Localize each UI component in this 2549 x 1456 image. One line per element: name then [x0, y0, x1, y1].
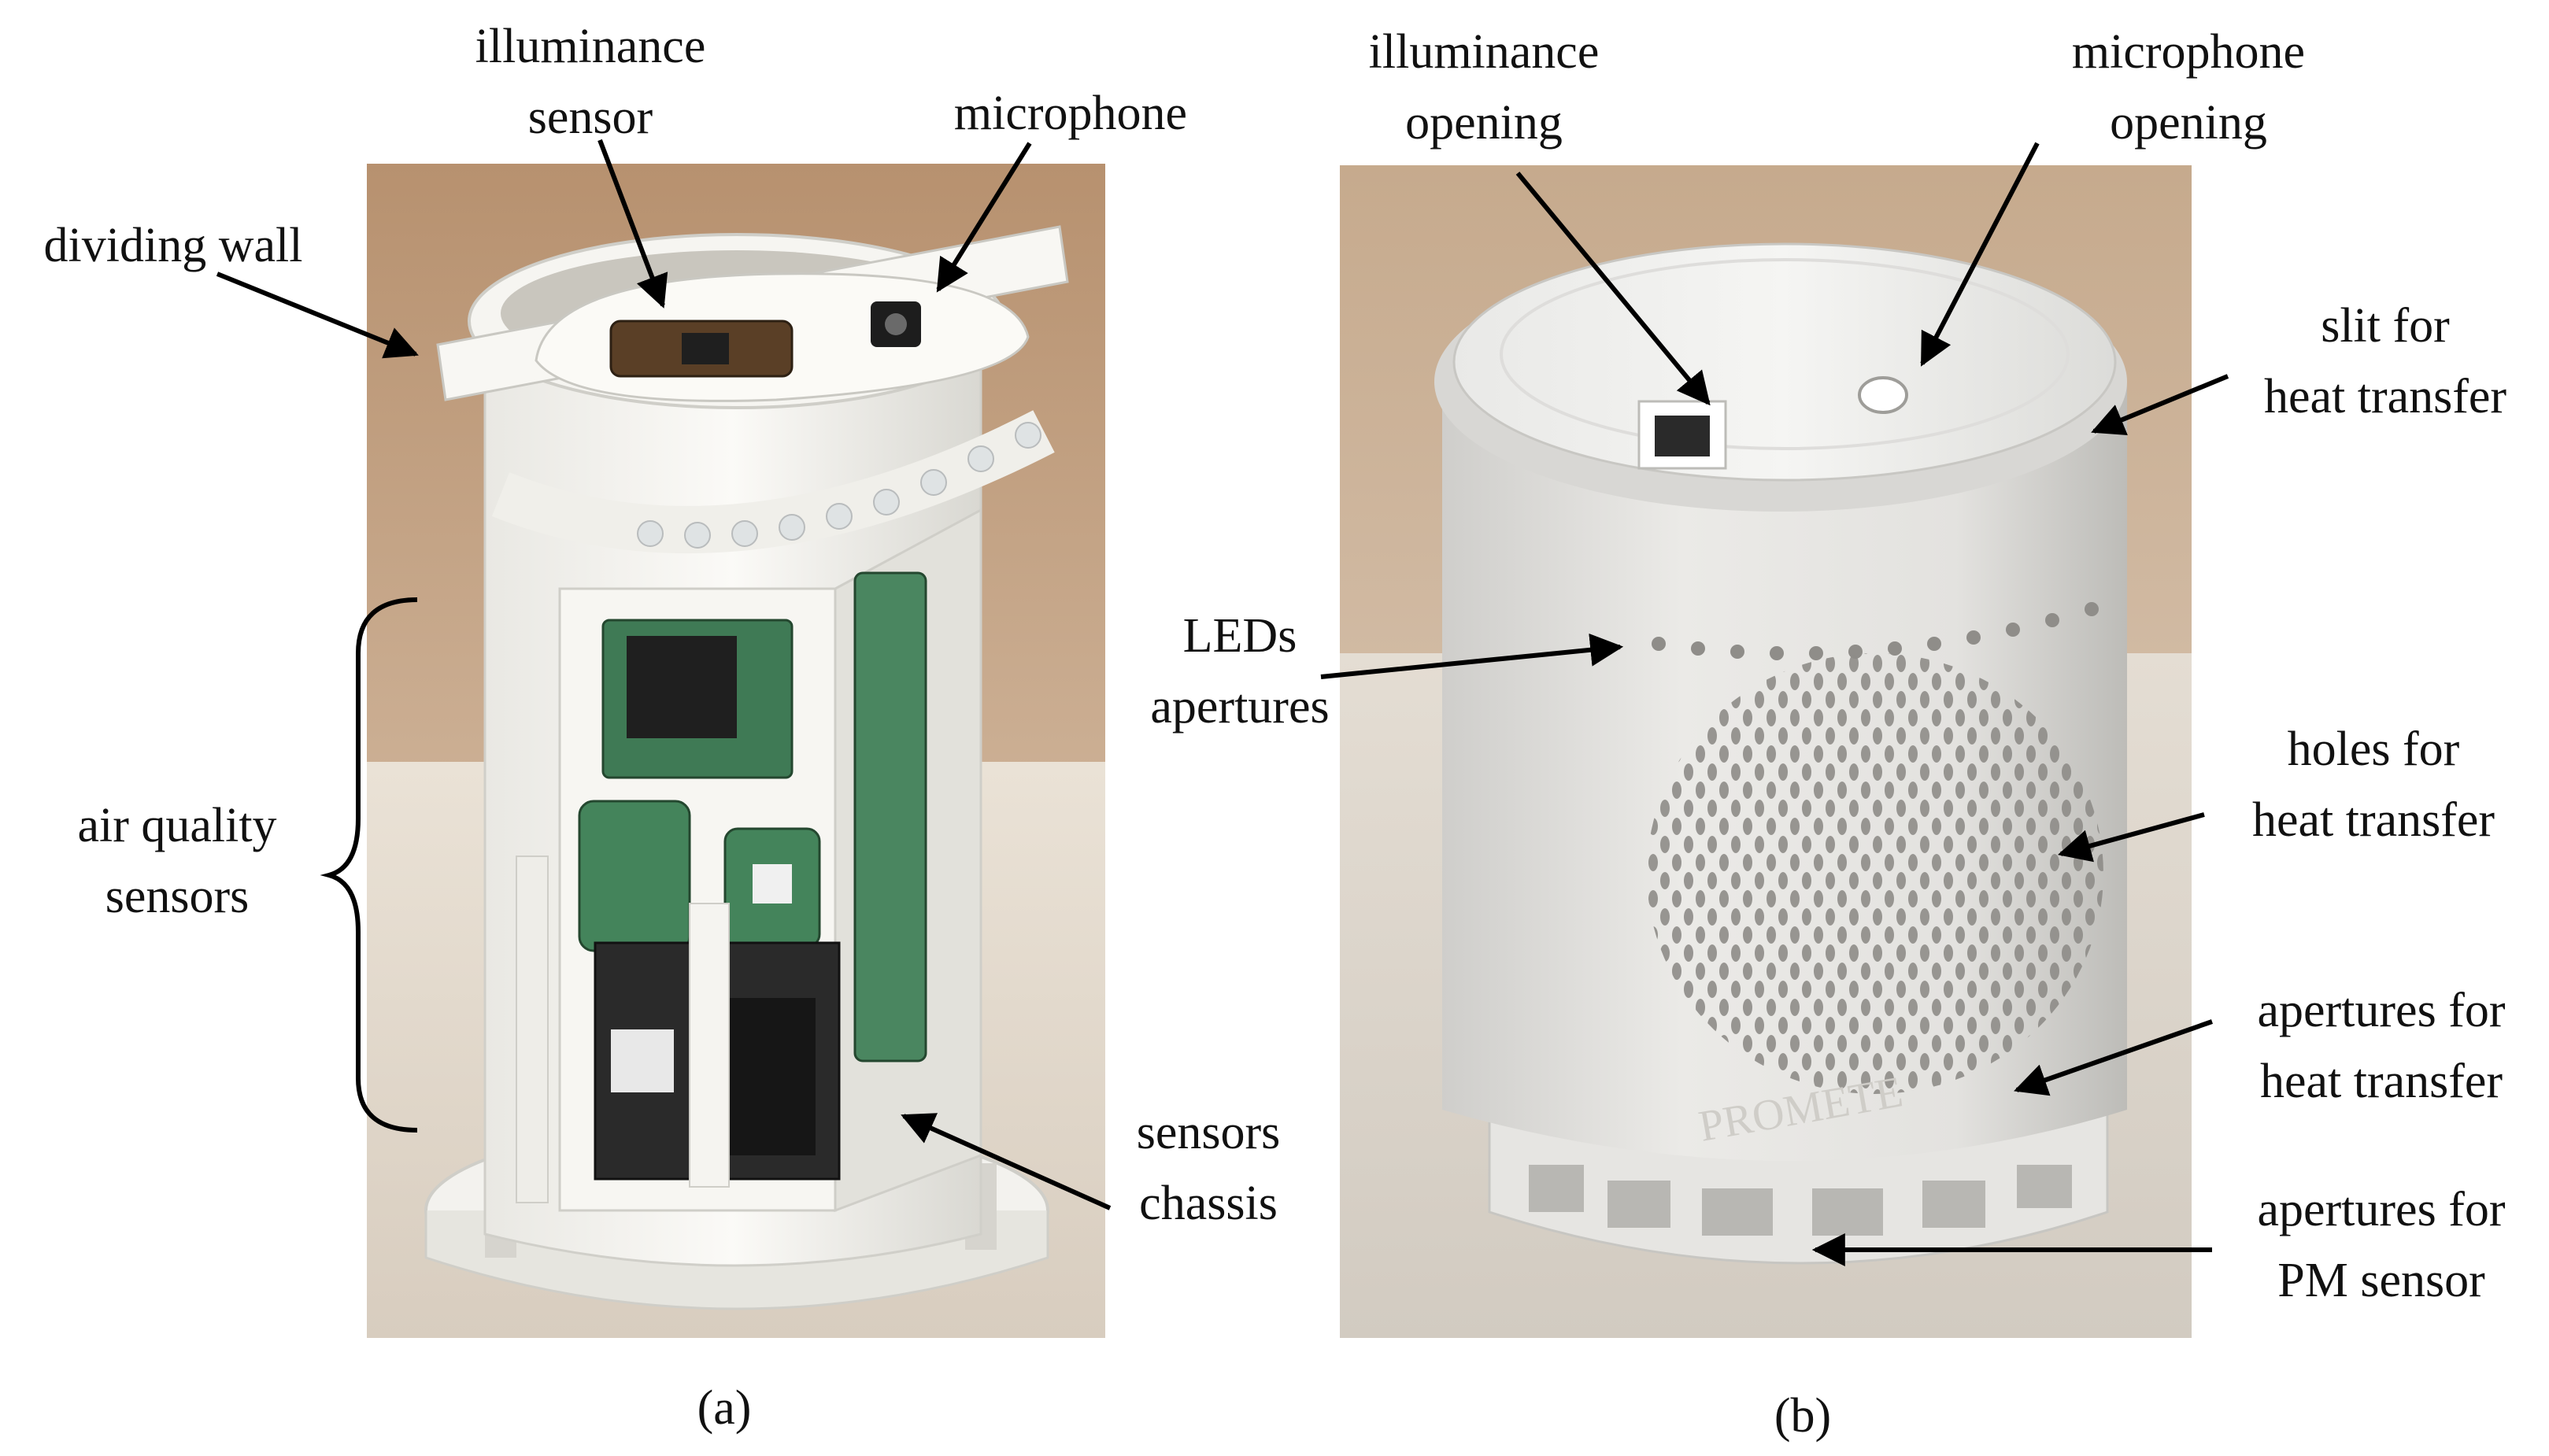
label-line: apertures for [2257, 1183, 2506, 1236]
arrow-dividing-wall [216, 272, 419, 359]
label-microphone: microphone [921, 79, 1220, 150]
label-line: LEDs [1182, 609, 1297, 663]
arrow-slit [2091, 374, 2229, 436]
label-line: apertures for [2257, 984, 2506, 1037]
label-line: air quality [77, 799, 277, 852]
label-line: illuminance [475, 20, 706, 73]
arrow-microphone-opening [1920, 142, 2040, 367]
photo-b: PROMETE [1340, 165, 2192, 1338]
label-slit: slit for heat transfer [2220, 291, 2549, 433]
label-line: opening [1405, 95, 1563, 150]
label-line: slit for [2321, 299, 2450, 353]
arrow-holes [2057, 812, 2205, 863]
label-line: sensors [1136, 1106, 1281, 1159]
label-microphone-opening: microphone opening [2031, 17, 2346, 159]
arrow-illuminance-opening [1515, 172, 1711, 406]
label-sensors-chassis: sensors chassis [1098, 1098, 1319, 1240]
label-apertures-heat: apertures for heat transfer [2216, 976, 2547, 1118]
brace-air-quality-sensors [320, 597, 418, 1133]
label-line: holes for [2287, 722, 2460, 776]
label-leds: LEDs apertures [1149, 601, 1330, 743]
arrow-microphone [936, 142, 1032, 293]
arrow-illuminance-sensor [597, 139, 668, 309]
label-apertures-pm: apertures for PM sensor [2216, 1175, 2547, 1317]
caption-text: (a) [697, 1381, 752, 1435]
photo-a [367, 164, 1105, 1338]
label-holes: holes for heat transfer [2208, 715, 2539, 856]
label-line: sensor [527, 90, 653, 144]
arrow-leds [1320, 633, 1624, 679]
label-line: dividing wall [43, 219, 303, 272]
label-line: heat transfer [2251, 793, 2495, 847]
label-line: apertures [1150, 679, 1330, 734]
label-line: chassis [1139, 1176, 1278, 1230]
label-line: opening [2110, 95, 2267, 150]
label-line: sensors [105, 869, 250, 923]
label-dividing-wall: dividing wall [16, 211, 331, 282]
caption-text: (b) [1774, 1389, 1832, 1443]
arrow-apertures-heat [2014, 1019, 2213, 1096]
arrow-sensors-chassis [901, 1113, 1112, 1210]
label-illuminance-opening: illuminance opening [1334, 17, 1633, 159]
label-line: heat transfer [2263, 369, 2507, 423]
label-line: illuminance [1368, 25, 1600, 79]
label-line: microphone [953, 87, 1188, 140]
label-line: microphone [2071, 25, 2306, 79]
caption-a: (a) [638, 1373, 811, 1444]
caption-b: (b) [1716, 1381, 1889, 1452]
label-air-quality-sensors: air quality sensors [47, 791, 307, 933]
device-a-illustration [367, 164, 1105, 1338]
device-b-illustration: PROMETE [1340, 165, 2192, 1338]
label-illuminance-sensor: illuminance sensor [441, 12, 740, 153]
label-line: heat transfer [2259, 1054, 2503, 1108]
label-line: PM sensor [2277, 1253, 2485, 1307]
